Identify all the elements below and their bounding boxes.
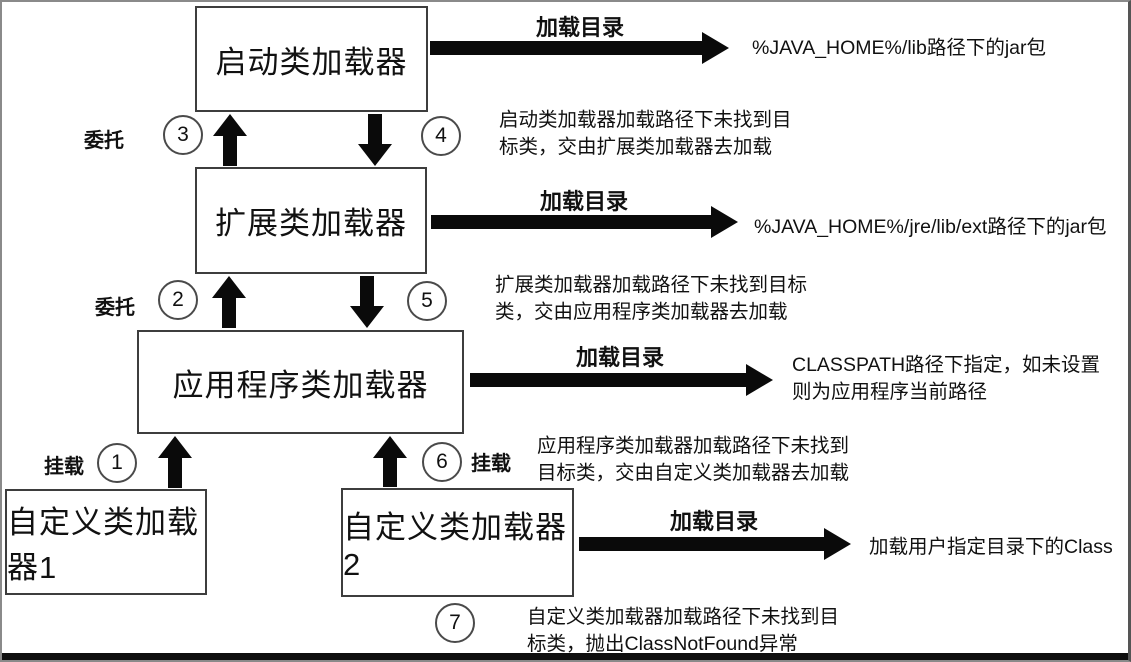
bootstrap-loaddir-target: %JAVA_HOME%/lib路径下的jar包 — [752, 37, 1046, 59]
bootstrap-classloader-box: 启动类加载器 — [195, 6, 428, 112]
note-custom-miss: 自定义类加载器加载路径下未找到目 标类，抛出ClassNotFound异常 — [527, 606, 840, 655]
mount-label-right: 挂载 — [471, 453, 511, 475]
step-circle-5: 5 — [407, 281, 447, 321]
custom-classloader2-box: 自定义类加载器2 — [341, 488, 574, 597]
note-extension-miss: 扩展类加载器加载路径下未找到目标 类，交由应用程序类加载器去加载 — [495, 274, 808, 323]
mount-up-arrow-custom1-to-app-icon — [158, 436, 192, 488]
custom2-loaddir-arrow-icon — [579, 528, 851, 560]
application-loaddir-target: CLASSPATH路径下指定，如未设置 则为应用程序当前路径 — [792, 354, 1101, 403]
delegate-down-arrow-ext-to-app-icon — [350, 276, 384, 328]
delegate-up-arrow-app-to-ext-icon — [212, 276, 246, 328]
step-circle-7: 7 — [435, 603, 475, 643]
delegate-down-arrow-bootstrap-to-ext-icon — [358, 114, 392, 166]
bootstrap-loaddir-arrow-icon — [430, 32, 729, 64]
application-classloader-box: 应用程序类加载器 — [137, 330, 464, 434]
note-bootstrap-miss: 启动类加载器加载路径下未找到目 标类，交由扩展类加载器去加载 — [499, 109, 792, 158]
application-loaddir-label: 加载目录 — [575, 345, 664, 370]
mount-up-arrow-custom2-to-app-icon — [373, 436, 407, 487]
bootstrap-classloader-label: 启动类加载器 — [215, 44, 408, 80]
custom2-loaddir-label: 加载目录 — [669, 509, 758, 534]
extension-classloader-box: 扩展类加载器 — [195, 167, 427, 274]
custom-classloader1-label: 自定义类加载器1 — [7, 505, 199, 585]
step-circle-2: 2 — [158, 280, 198, 320]
step-circle-4: 4 — [421, 116, 461, 156]
mount-label-left: 挂载 — [44, 456, 84, 478]
delegate-label-top: 委托 — [84, 130, 124, 152]
step-circle-3: 3 — [163, 115, 203, 155]
extension-loaddir-label: 加载目录 — [539, 189, 628, 214]
bootstrap-loaddir-label: 加载目录 — [535, 15, 624, 40]
bottom-border-bar — [2, 653, 1128, 660]
custom2-loaddir-target: 加载用户指定目录下的Class — [869, 536, 1113, 558]
extension-loaddir-arrow-icon — [431, 206, 738, 238]
custom-classloader2-label: 自定义类加载器2 — [343, 510, 567, 582]
application-loaddir-arrow-icon — [470, 364, 773, 396]
extension-loaddir-target: %JAVA_HOME%/jre/lib/ext路径下的jar包 — [754, 216, 1107, 238]
custom-classloader1-box: 自定义类加载器1 — [5, 489, 207, 595]
extension-classloader-label: 扩展类加载器 — [215, 206, 407, 241]
note-application-miss: 应用程序类加载器加载路径下未找到 目标类，交由自定义类加载器去加载 — [537, 435, 850, 484]
step-circle-6: 6 — [422, 442, 462, 482]
delegate-up-arrow-ext-to-bootstrap-icon — [213, 114, 247, 166]
step-circle-1: 1 — [97, 443, 137, 483]
delegate-label-mid: 委托 — [95, 297, 135, 319]
application-classloader-label: 应用程序类加载器 — [172, 367, 429, 403]
